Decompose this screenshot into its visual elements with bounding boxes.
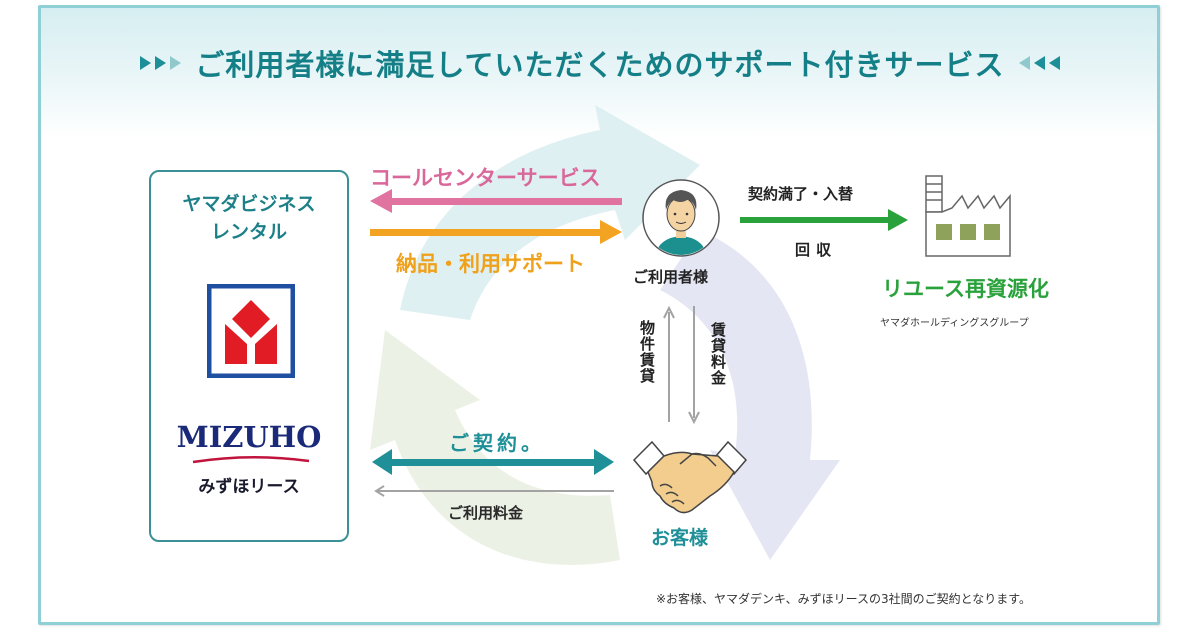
mizuho-lease-name: みずほリース xyxy=(198,477,300,497)
delivery-arrow xyxy=(370,220,622,244)
title-arrows-left xyxy=(140,56,182,70)
triangle-left-icon xyxy=(1018,56,1030,70)
contract-end-arrow xyxy=(740,209,908,231)
holdings-label: ヤマダホールディングスグループ xyxy=(880,318,1029,329)
contract-end-label: 契約満了・入替 xyxy=(748,185,854,203)
property-lease-arrow xyxy=(663,305,675,422)
customer-label: お客様 xyxy=(651,527,709,549)
reuse-label: リユース再資源化 xyxy=(882,277,1049,301)
provider-name-line1: ヤマダビジネス xyxy=(182,193,316,215)
contract-label: ご契約。 xyxy=(449,431,545,455)
property-lease-label: 物件賃貸 xyxy=(638,320,656,384)
page-title: ご利用者様に満足していただくためのサポート付きサービス xyxy=(195,48,1005,82)
mizuho-logo: MIZUHO xyxy=(176,420,322,454)
mizuho-swoosh-icon xyxy=(192,455,310,464)
provider-name: ヤマダビジネス レンタル xyxy=(151,190,347,246)
cycle-arrow-right xyxy=(660,230,840,560)
triangle-left-icon xyxy=(1033,56,1045,70)
triangle-left-icon xyxy=(1048,56,1060,70)
usage-fee-label: ご利用料金 xyxy=(448,504,524,522)
contract-arrow xyxy=(372,449,614,475)
triangle-right-icon xyxy=(155,56,167,70)
rental-fee-arrow xyxy=(688,306,700,425)
cycle-arrow-top xyxy=(400,105,700,320)
provider-box: ヤマダビジネス レンタル MIZUHO みずほリース xyxy=(149,170,349,542)
user-avatar-icon xyxy=(642,179,720,257)
title-arrows-right xyxy=(1018,56,1060,70)
rental-fee-label: 賃貸料金 xyxy=(709,322,727,386)
cycle-arrow-left xyxy=(370,330,620,565)
call-center-arrow xyxy=(370,189,622,213)
delivery-support-label: 納品・利用サポート xyxy=(396,252,585,276)
collection-label: 回収 xyxy=(795,241,838,259)
user-label: ご利用者様 xyxy=(633,268,709,286)
title-banner: ご利用者様に満足していただくためのサポート付きサービス xyxy=(0,38,1200,88)
footnote: ※お客様、ヤマダデンキ、みずほリースの3社間のご契約となります。 xyxy=(656,592,1032,606)
factory-icon xyxy=(925,175,1011,257)
usage-fee-arrow xyxy=(374,485,614,497)
handshake-icon xyxy=(632,440,748,514)
triangle-right-icon xyxy=(170,56,182,70)
provider-name-line2: レンタル xyxy=(210,221,287,243)
call-center-label: コールセンターサービス xyxy=(370,166,601,190)
triangle-right-icon xyxy=(140,56,152,70)
yamada-logo-icon xyxy=(207,284,295,378)
